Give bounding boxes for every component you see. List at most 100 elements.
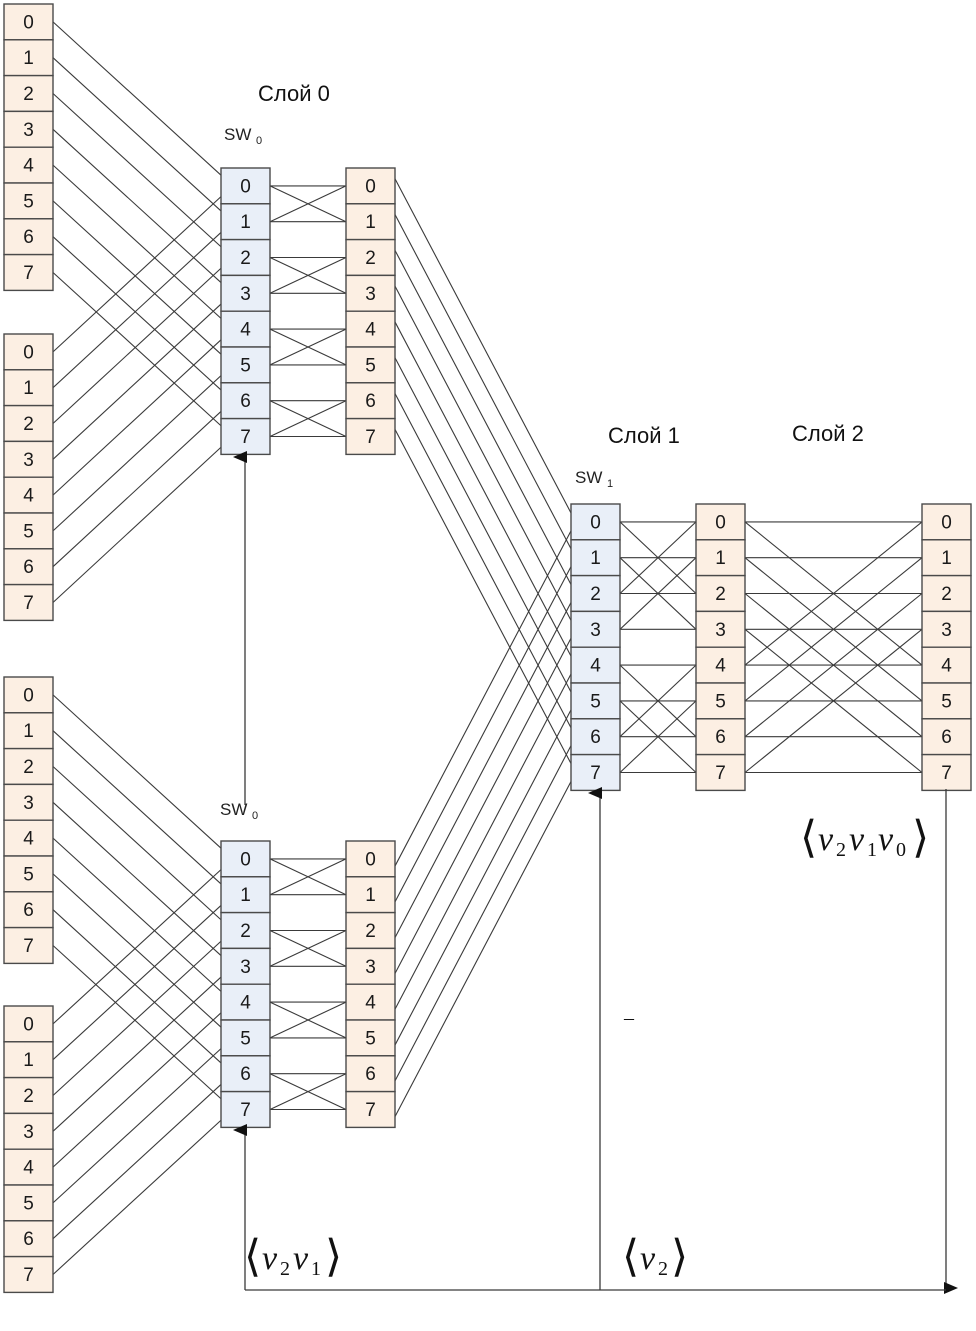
port-number: 0 bbox=[240, 176, 251, 197]
svg-text:⟨: ⟨ bbox=[244, 1232, 261, 1281]
cross-wire bbox=[619, 557, 697, 630]
port-cell bbox=[220, 203, 271, 241]
port-cell bbox=[3, 1220, 54, 1258]
inter-layer-wire bbox=[394, 321, 572, 657]
input-wire bbox=[52, 375, 222, 532]
port-cell bbox=[220, 911, 271, 950]
port-cell bbox=[220, 840, 271, 878]
input-wire bbox=[52, 1012, 222, 1168]
wire-layer bbox=[52, 21, 923, 1275]
port-number: 2 bbox=[240, 248, 251, 269]
sw1-inputs-port-1: 1 bbox=[570, 539, 621, 577]
port-cell bbox=[3, 218, 54, 256]
input-wire bbox=[52, 945, 222, 1100]
input-wire bbox=[52, 873, 222, 1028]
port-number: 4 bbox=[365, 320, 376, 341]
port-cell bbox=[3, 74, 54, 113]
port-number: 4 bbox=[23, 156, 34, 177]
input-wire bbox=[52, 1084, 222, 1240]
inter-layer-wire bbox=[394, 566, 572, 903]
input-block-3-port-6: 6 bbox=[3, 1220, 54, 1258]
sw1-inputs-port-0: 0 bbox=[570, 503, 621, 541]
port-number: 5 bbox=[23, 1193, 34, 1214]
inter-layer-wire bbox=[394, 285, 572, 621]
input-wire bbox=[52, 232, 222, 389]
port-cell bbox=[345, 876, 396, 914]
inter-layer-wire bbox=[394, 178, 572, 514]
layer-0-title: Слой 0 bbox=[258, 81, 330, 106]
cross-wire bbox=[269, 1073, 347, 1110]
input-wire bbox=[52, 272, 222, 427]
port-number: 3 bbox=[715, 620, 726, 641]
port-number: 5 bbox=[365, 355, 376, 376]
port-number: 6 bbox=[240, 391, 251, 412]
port-cell bbox=[3, 440, 54, 478]
layer2-outputs-port-7: 7 bbox=[921, 753, 972, 792]
input-block-2-port-2: 2 bbox=[3, 747, 54, 786]
layer2-outputs-port-2: 2 bbox=[921, 574, 972, 613]
cross-wire bbox=[619, 700, 697, 773]
sw0-top-inputs-port-4: 4 bbox=[220, 310, 271, 348]
sw1-inputs-port-4: 4 bbox=[570, 646, 621, 684]
input-block-3-port-5: 5 bbox=[3, 1184, 54, 1222]
svg-text:1: 1 bbox=[607, 478, 613, 490]
svg-text:v: v bbox=[640, 1240, 656, 1277]
port-cell bbox=[3, 404, 54, 443]
layer2-outputs-port-4: 4 bbox=[921, 646, 972, 684]
port-cell bbox=[3, 1005, 54, 1043]
svg-text:⟩: ⟩ bbox=[325, 1232, 342, 1281]
port-cell bbox=[695, 503, 746, 541]
input-block-3-port-3: 3 bbox=[3, 1112, 54, 1150]
input-block-0-port-2: 2 bbox=[3, 74, 54, 113]
port-cell bbox=[3, 1112, 54, 1150]
sw1-label: SW 1 bbox=[575, 468, 613, 490]
svg-text:⟨: ⟨ bbox=[800, 813, 817, 862]
input-block-0-port-0: 0 bbox=[3, 3, 54, 41]
input-wire bbox=[52, 303, 222, 460]
port-cell bbox=[220, 346, 271, 384]
port-cell bbox=[570, 718, 621, 756]
port-number: 7 bbox=[590, 763, 601, 784]
input-wire bbox=[52, 267, 222, 424]
input-block-0-port-6: 6 bbox=[3, 218, 54, 256]
sw1-outputs-port-4: 4 bbox=[695, 646, 746, 684]
input-wire bbox=[52, 128, 222, 283]
svg-text:2: 2 bbox=[658, 1258, 668, 1280]
svg-text:v: v bbox=[262, 1240, 278, 1277]
port-number: 2 bbox=[23, 1086, 34, 1107]
port-number: 7 bbox=[365, 427, 376, 448]
port-number: 6 bbox=[365, 1064, 376, 1085]
sw0-bottom-outputs-port-5: 5 bbox=[345, 1019, 396, 1057]
cross-wire bbox=[744, 557, 923, 702]
input-wire bbox=[52, 976, 222, 1132]
port-number: 6 bbox=[941, 727, 952, 748]
svg-text:0: 0 bbox=[896, 839, 906, 861]
port-number: 7 bbox=[23, 263, 34, 284]
inter-layer-wire bbox=[394, 745, 572, 1082]
inter-layer-wire bbox=[394, 214, 572, 550]
input-wire bbox=[52, 766, 222, 921]
port-cell bbox=[345, 1090, 396, 1129]
port-number: 6 bbox=[715, 727, 726, 748]
sw0-bottom-outputs-port-1: 1 bbox=[345, 876, 396, 914]
port-cell bbox=[921, 753, 972, 792]
inter-layer-wire bbox=[394, 250, 572, 585]
port-cell bbox=[695, 718, 746, 756]
inter-layer-wire bbox=[394, 709, 572, 1046]
inter-layer-wire bbox=[394, 357, 572, 693]
input-block-3-port-4: 4 bbox=[3, 1148, 54, 1186]
port-number: 0 bbox=[23, 685, 34, 706]
port-number: 0 bbox=[23, 342, 34, 363]
svg-text:0: 0 bbox=[252, 810, 258, 822]
port-cell bbox=[345, 1055, 396, 1093]
port-cell bbox=[570, 574, 621, 613]
svg-text:⟨: ⟨ bbox=[622, 1232, 639, 1281]
port-cell bbox=[345, 417, 396, 456]
input-block-3-port-7: 7 bbox=[3, 1255, 54, 1294]
input-wire bbox=[52, 905, 222, 1061]
svg-text:SW: SW bbox=[220, 800, 247, 819]
port-cell bbox=[3, 783, 54, 821]
port-number: 5 bbox=[941, 691, 952, 712]
input-wire bbox=[52, 21, 222, 176]
